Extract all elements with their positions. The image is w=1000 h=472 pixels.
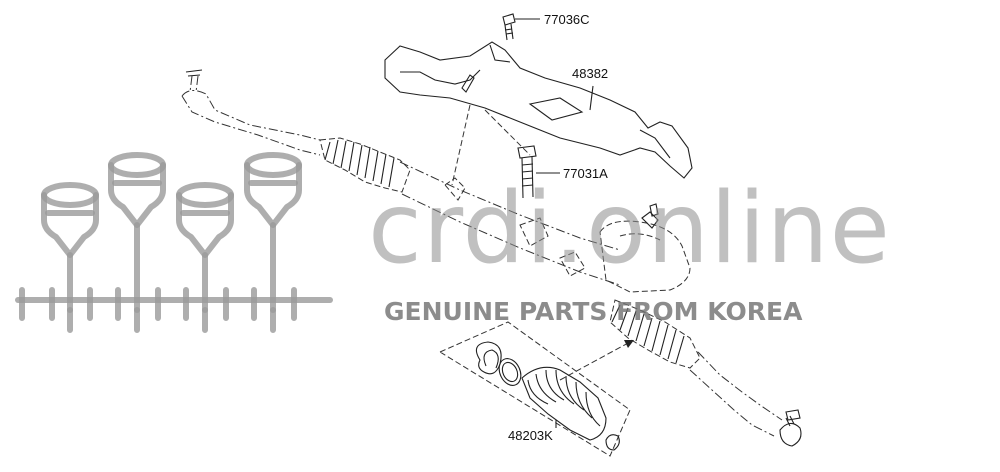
cover-48382 [384,41,693,179]
bolt-77036c [502,13,540,41]
label-77031a[interactable]: 77031A [563,166,608,181]
label-48203k[interactable]: 48203K [508,428,553,443]
injector-icon [176,182,234,313]
injector-icon [244,152,302,313]
watermark-brand: crdi.online [368,172,891,286]
steering-rack [181,69,802,447]
bolt-77031a [517,145,560,199]
injector-icon [108,152,166,313]
label-77036c[interactable]: 77036C [544,12,590,27]
boot-kit-48203k [438,321,631,457]
rail-bars [15,287,333,333]
watermark-logo [15,152,333,333]
label-48382[interactable]: 48382 [572,66,608,81]
watermark-tagline: GENUINE PARTS FROM KOREA [384,297,803,326]
